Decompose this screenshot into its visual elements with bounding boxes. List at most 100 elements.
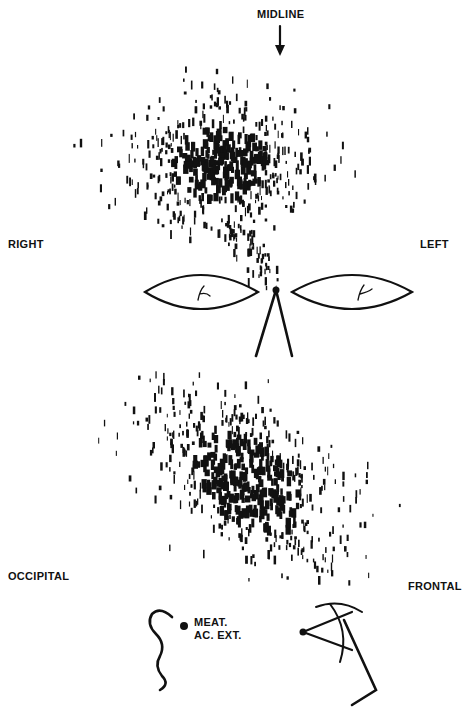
scatter-dash [355,473,357,477]
scatter-dash [266,125,267,131]
scatter-dash [296,503,299,509]
scatter-dash [183,133,185,140]
scatter-dash [201,505,203,514]
scatter-dash [137,145,138,149]
scatter-dash [132,143,133,148]
scatter-dash [165,424,166,431]
scatter-dash [265,180,267,188]
nose [256,290,292,356]
scatter-dash [230,418,232,425]
scatter-dash [147,140,149,149]
scatter-dash [273,465,278,471]
scatter-dash [134,159,135,163]
scatter-dash [266,286,267,290]
scatter-dash [247,249,249,257]
scatter-dash [251,170,255,176]
scatter-dash [148,105,150,109]
scatter-dash [268,431,270,438]
scatter-dash [227,165,232,171]
scatter-dash [150,450,152,456]
scatter-dash [173,134,174,142]
scatter-dash [129,475,132,481]
scatter-dash [252,554,254,558]
scatter-dash [293,89,295,92]
scatter-dash [275,141,276,148]
scatter-dash [247,439,251,446]
scatter-dash [296,192,298,199]
scatter-dash [258,396,260,404]
scatter-dash [179,216,181,221]
scatter-dash [150,173,153,179]
scatter-dash [137,188,139,194]
scatter-dash [135,132,136,137]
scatter-dash [187,162,192,168]
scatter-dash [302,555,303,559]
scatter-dash [274,542,276,547]
scatter-dash [272,173,274,178]
scatter-dash [153,175,156,178]
scatter-dash [318,538,320,542]
scatter-dash [281,573,283,578]
scatter-dash [147,185,148,188]
scatter-dash [188,401,191,408]
scatter-dash [180,444,183,448]
scatter-dash [131,135,133,140]
scatter-dash [240,229,241,233]
scatter-dash [271,479,274,486]
scatter-dash [171,143,172,147]
scatter-dash [328,453,329,459]
scatter-dash [325,547,327,553]
scatter-dash [343,496,345,502]
scatter-dash [211,460,214,470]
scatter-dash [193,423,195,428]
scatter-dash [157,219,159,224]
scatter-dash [129,154,130,163]
scatter-dash [366,555,367,559]
scatter-dash [221,420,223,426]
scatter-dash [133,421,134,424]
scatter-dash [170,220,172,224]
scatter-dash [176,177,181,185]
scatter-dash [170,230,172,239]
scatter-dash [304,200,306,204]
scatter-dash [240,195,242,203]
scatter-dash [254,438,258,445]
scatter-dash [266,459,269,466]
scatter-dash [272,440,275,444]
scatter-dash [196,501,198,507]
scatter-dash [267,453,270,460]
scatter-dash [270,409,272,412]
scatter-dash [266,264,267,271]
scatter-dash [300,152,303,161]
scatter-dash [193,472,194,480]
scatter-dash [234,394,235,398]
scatter-dash [243,441,247,450]
scatter-dash [252,417,254,426]
scatter-dash [228,422,229,427]
scatter-dash [220,506,224,516]
scatter-dash [273,495,278,502]
scatter-dash [325,557,326,562]
scatter-dash [238,224,240,229]
scatter-dash [153,442,156,449]
scatter-dash [181,225,182,229]
scatter-dash [167,428,168,434]
scatter-dash [261,203,263,210]
scatter-dash [260,433,263,440]
scatter-dash [172,432,174,437]
scatter-dash [229,537,230,540]
scatter-dash [108,204,110,209]
scatter-dash [197,430,199,436]
scatter-dash [285,205,287,208]
scatter-dash [146,418,149,422]
scatter-dash [193,382,194,386]
scatter-dash [270,499,273,507]
scatter-dash [249,459,253,468]
scatter-dash [191,142,195,152]
scatter-dash [264,509,268,516]
scatter-dash [239,418,240,424]
scatter-dash [230,228,233,234]
scatter-dash [232,516,235,522]
scatter-dash [207,194,212,204]
scatter-dash [295,539,297,545]
